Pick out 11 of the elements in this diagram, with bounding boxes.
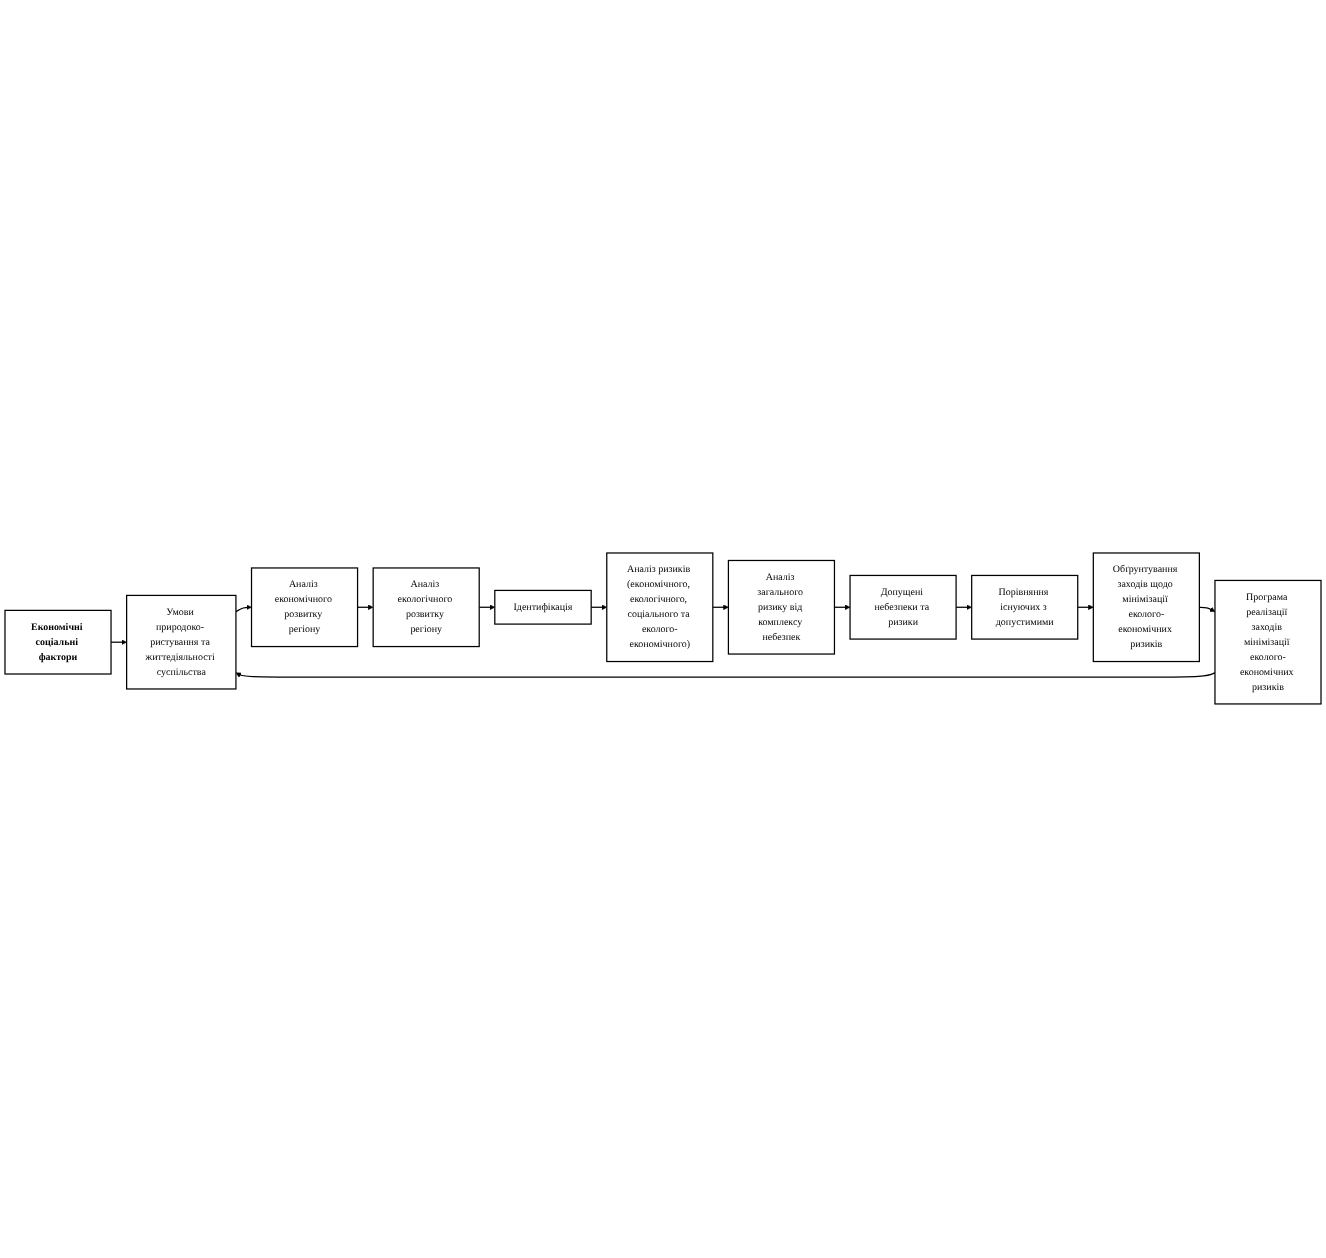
arrow: [712, 605, 729, 611]
arrow: [235, 605, 252, 613]
arrow: [235, 672, 1216, 679]
arrow: [590, 605, 607, 611]
arrow: [955, 605, 972, 611]
arrow: [110, 640, 127, 646]
arrow: [1077, 605, 1094, 611]
arrow: [833, 605, 851, 611]
arrow: [356, 605, 374, 611]
arrow: [1198, 607, 1216, 613]
arrow: [478, 605, 496, 611]
